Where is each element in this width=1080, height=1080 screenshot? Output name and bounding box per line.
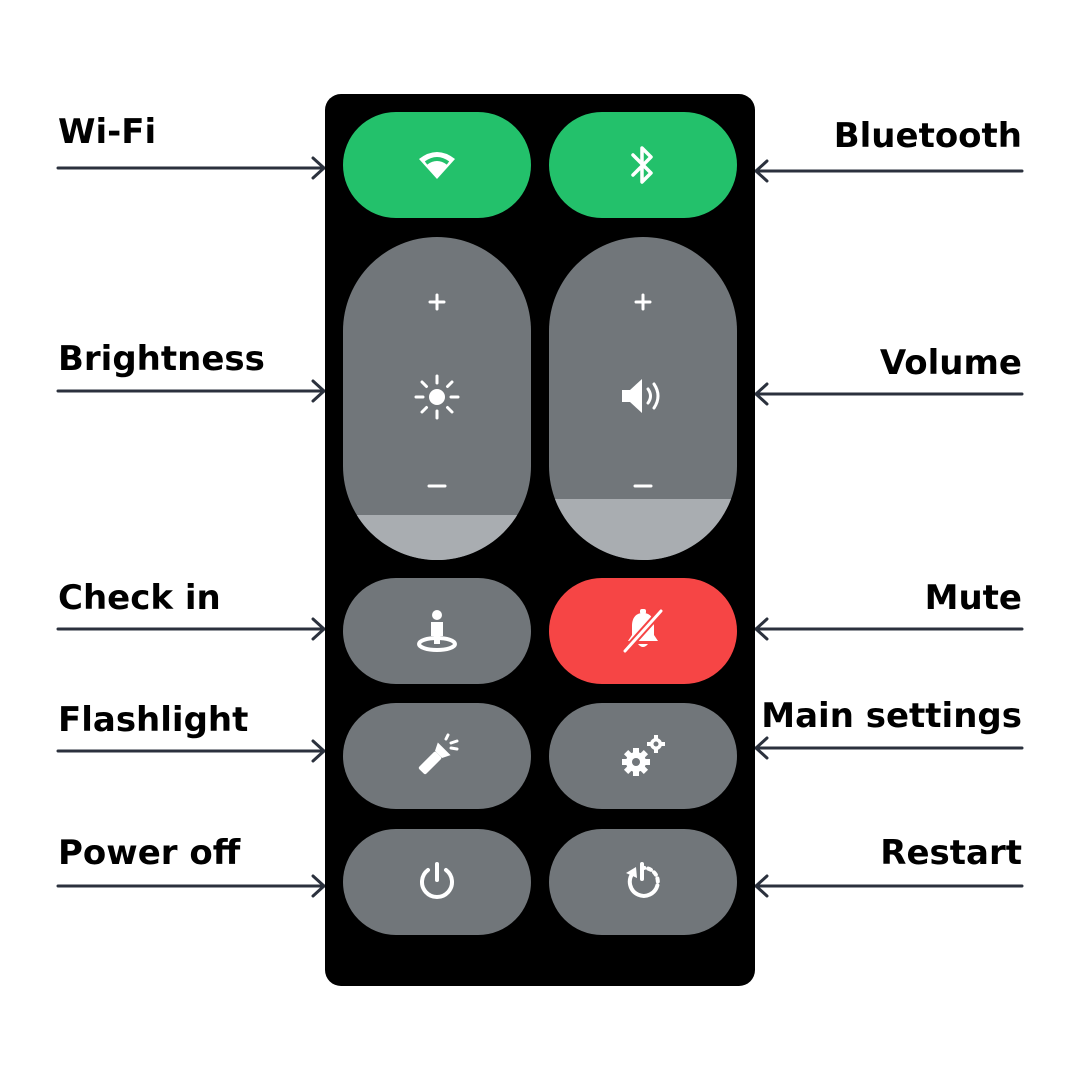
arrow-restart [754,874,1024,898]
arrow-power-off [56,874,326,898]
restart-button[interactable] [549,829,737,935]
label-brightness: Brightness [58,339,265,379]
bell-off-icon [622,608,664,654]
label-bluetooth: Bluetooth [833,116,1022,156]
arrow-volume [754,382,1024,406]
brightness-plus-icon[interactable] [427,292,447,312]
volume-plus-icon[interactable] [633,292,653,312]
label-power-off: Power off [58,833,241,873]
control-panel [325,94,755,986]
check-in-button[interactable] [343,578,531,684]
arrow-mute [754,617,1024,641]
bluetooth-icon [631,146,653,184]
volume-minus-icon[interactable] [633,481,653,491]
flashlight-icon [418,733,459,775]
label-mute: Mute [924,578,1022,618]
power-icon [420,862,454,899]
label-main-settings: Main settings [761,696,1022,736]
brightness-level-fill [343,514,531,560]
arrow-flashlight [56,739,326,763]
volume-level-fill [549,498,737,560]
power-off-button[interactable] [343,829,531,935]
sun-icon [414,374,460,420]
label-check-in: Check in [58,578,221,618]
label-volume: Volume [879,343,1022,383]
speaker-icon [622,379,660,413]
arrow-check-in [56,617,326,641]
label-wifi: Wi-Fi [58,112,157,152]
person-checkin-icon [417,610,457,652]
gears-icon [622,735,665,776]
label-flashlight: Flashlight [58,700,249,740]
main-settings-button[interactable] [549,703,737,809]
brightness-slider[interactable] [343,237,531,560]
arrow-bluetooth [754,159,1024,183]
mute-button[interactable] [549,578,737,684]
brightness-minus-icon[interactable] [427,481,447,491]
arrow-wifi [56,156,326,180]
flashlight-button[interactable] [343,703,531,809]
label-restart: Restart [880,833,1022,873]
arrow-brightness [56,379,326,403]
wifi-button[interactable] [343,112,531,218]
arrow-main-settings [754,736,1024,760]
wifi-icon [419,152,455,179]
bluetooth-button[interactable] [549,112,737,218]
volume-slider[interactable] [549,237,737,560]
restart-icon [626,862,660,898]
